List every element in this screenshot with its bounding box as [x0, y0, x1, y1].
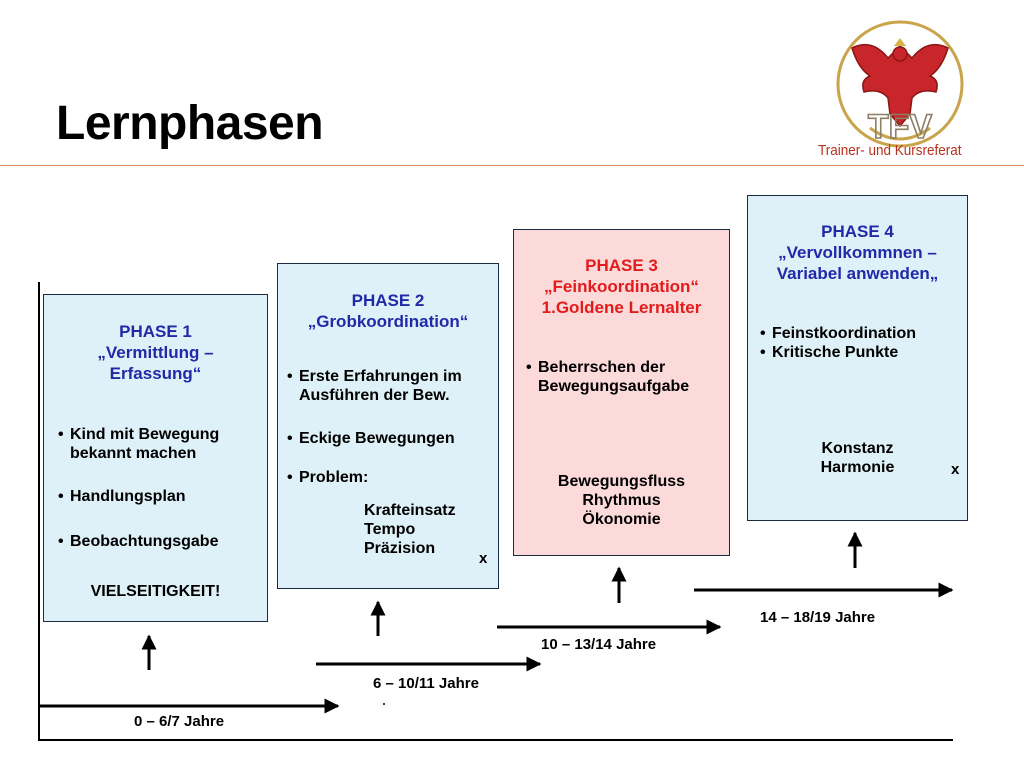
phase-4-x-mark: x — [951, 461, 960, 478]
phase-2-problem-item: Präzision — [364, 540, 436, 557]
phase-4-box: PHASE 4 „Vervollkommnen – Variabel anwen… — [747, 195, 968, 521]
slide-title: Lernphasen — [56, 97, 324, 150]
phase-1-bullet: Handlungsplan — [58, 487, 259, 506]
horizontal-axis-line — [38, 739, 953, 741]
phase-2-heading-2: „Grobkoordination“ — [307, 312, 469, 331]
phase-4-bullet: Feinstkoordination — [760, 324, 961, 343]
phase-2-bullet: Erste Erfahrungen im Ausführen der Bew. — [287, 367, 492, 405]
logo-letters: TFV — [868, 108, 933, 146]
age-label-1: 0 – 6/7 Jahre — [134, 713, 225, 730]
phase-4-heading-3: Variabel anwenden„ — [776, 264, 939, 283]
logo-caption: Trainer- und Kursreferat — [818, 142, 962, 159]
phase-3-bullet: Beherrschen der Bewegungsaufgabe — [526, 358, 723, 396]
phase-1-heading-2: „Vermittlung – — [97, 343, 214, 362]
age-label-2: 6 – 10/11 Jahre — [373, 675, 479, 692]
age-label-4: 14 – 18/19 Jahre — [760, 609, 876, 626]
phase-2-problem-item: Krafteinsatz — [364, 502, 456, 519]
age-label-3: 10 – 13/14 Jahre — [541, 636, 657, 653]
phase-2-bullet: Problem: — [287, 468, 492, 487]
phase-3-heading-1: PHASE 3 — [585, 256, 658, 275]
phase-4-quality: Harmonie — [820, 459, 895, 476]
phase-1-bullet: Beobachtungsgabe — [58, 532, 259, 551]
phase-3-heading-3: 1.Goldene Lernalter — [541, 298, 702, 317]
phase-1-heading-1: PHASE 1 — [119, 322, 192, 341]
vertical-axis-line — [38, 282, 40, 740]
phase-1-note: VIELSEITIGKEIT! — [90, 583, 221, 600]
tfv-eagle-logo: TFV — [836, 20, 964, 148]
phase-3-quality: Rhythmus — [582, 492, 661, 509]
phase-1-box: PHASE 1 „Vermittlung – Erfassung“ Kind m… — [43, 294, 268, 622]
phase-2-heading-1: PHASE 2 — [351, 291, 425, 310]
phase-3-quality: Ökonomie — [582, 511, 661, 528]
phase-2-x-mark: x — [479, 550, 488, 567]
phase-2-problem-item: Tempo — [364, 521, 416, 538]
header-divider — [0, 165, 1024, 166]
phase-2-bullet: Eckige Bewegungen — [287, 429, 492, 448]
phase-2-box: PHASE 2 „Grobkoordination“ Erste Erfahru… — [277, 263, 499, 589]
phase-4-quality: Konstanz — [821, 440, 894, 457]
phase-1-heading-3: Erfassung“ — [109, 364, 202, 383]
phase-4-heading-1: PHASE 4 — [821, 222, 894, 241]
phase-4-bullet: Kritische Punkte — [760, 343, 961, 362]
phase-3-box: PHASE 3 „Feinkoordination“ 1.Goldene Ler… — [513, 229, 730, 556]
phase-4-heading-2: „Vervollkommnen – — [778, 243, 937, 262]
phase-3-quality: Bewegungsfluss — [557, 473, 686, 490]
phase-3-heading-2: „Feinkoordination“ — [544, 277, 699, 296]
phase-1-bullet: Kind mit Bewegung bekannt machen — [58, 425, 259, 463]
